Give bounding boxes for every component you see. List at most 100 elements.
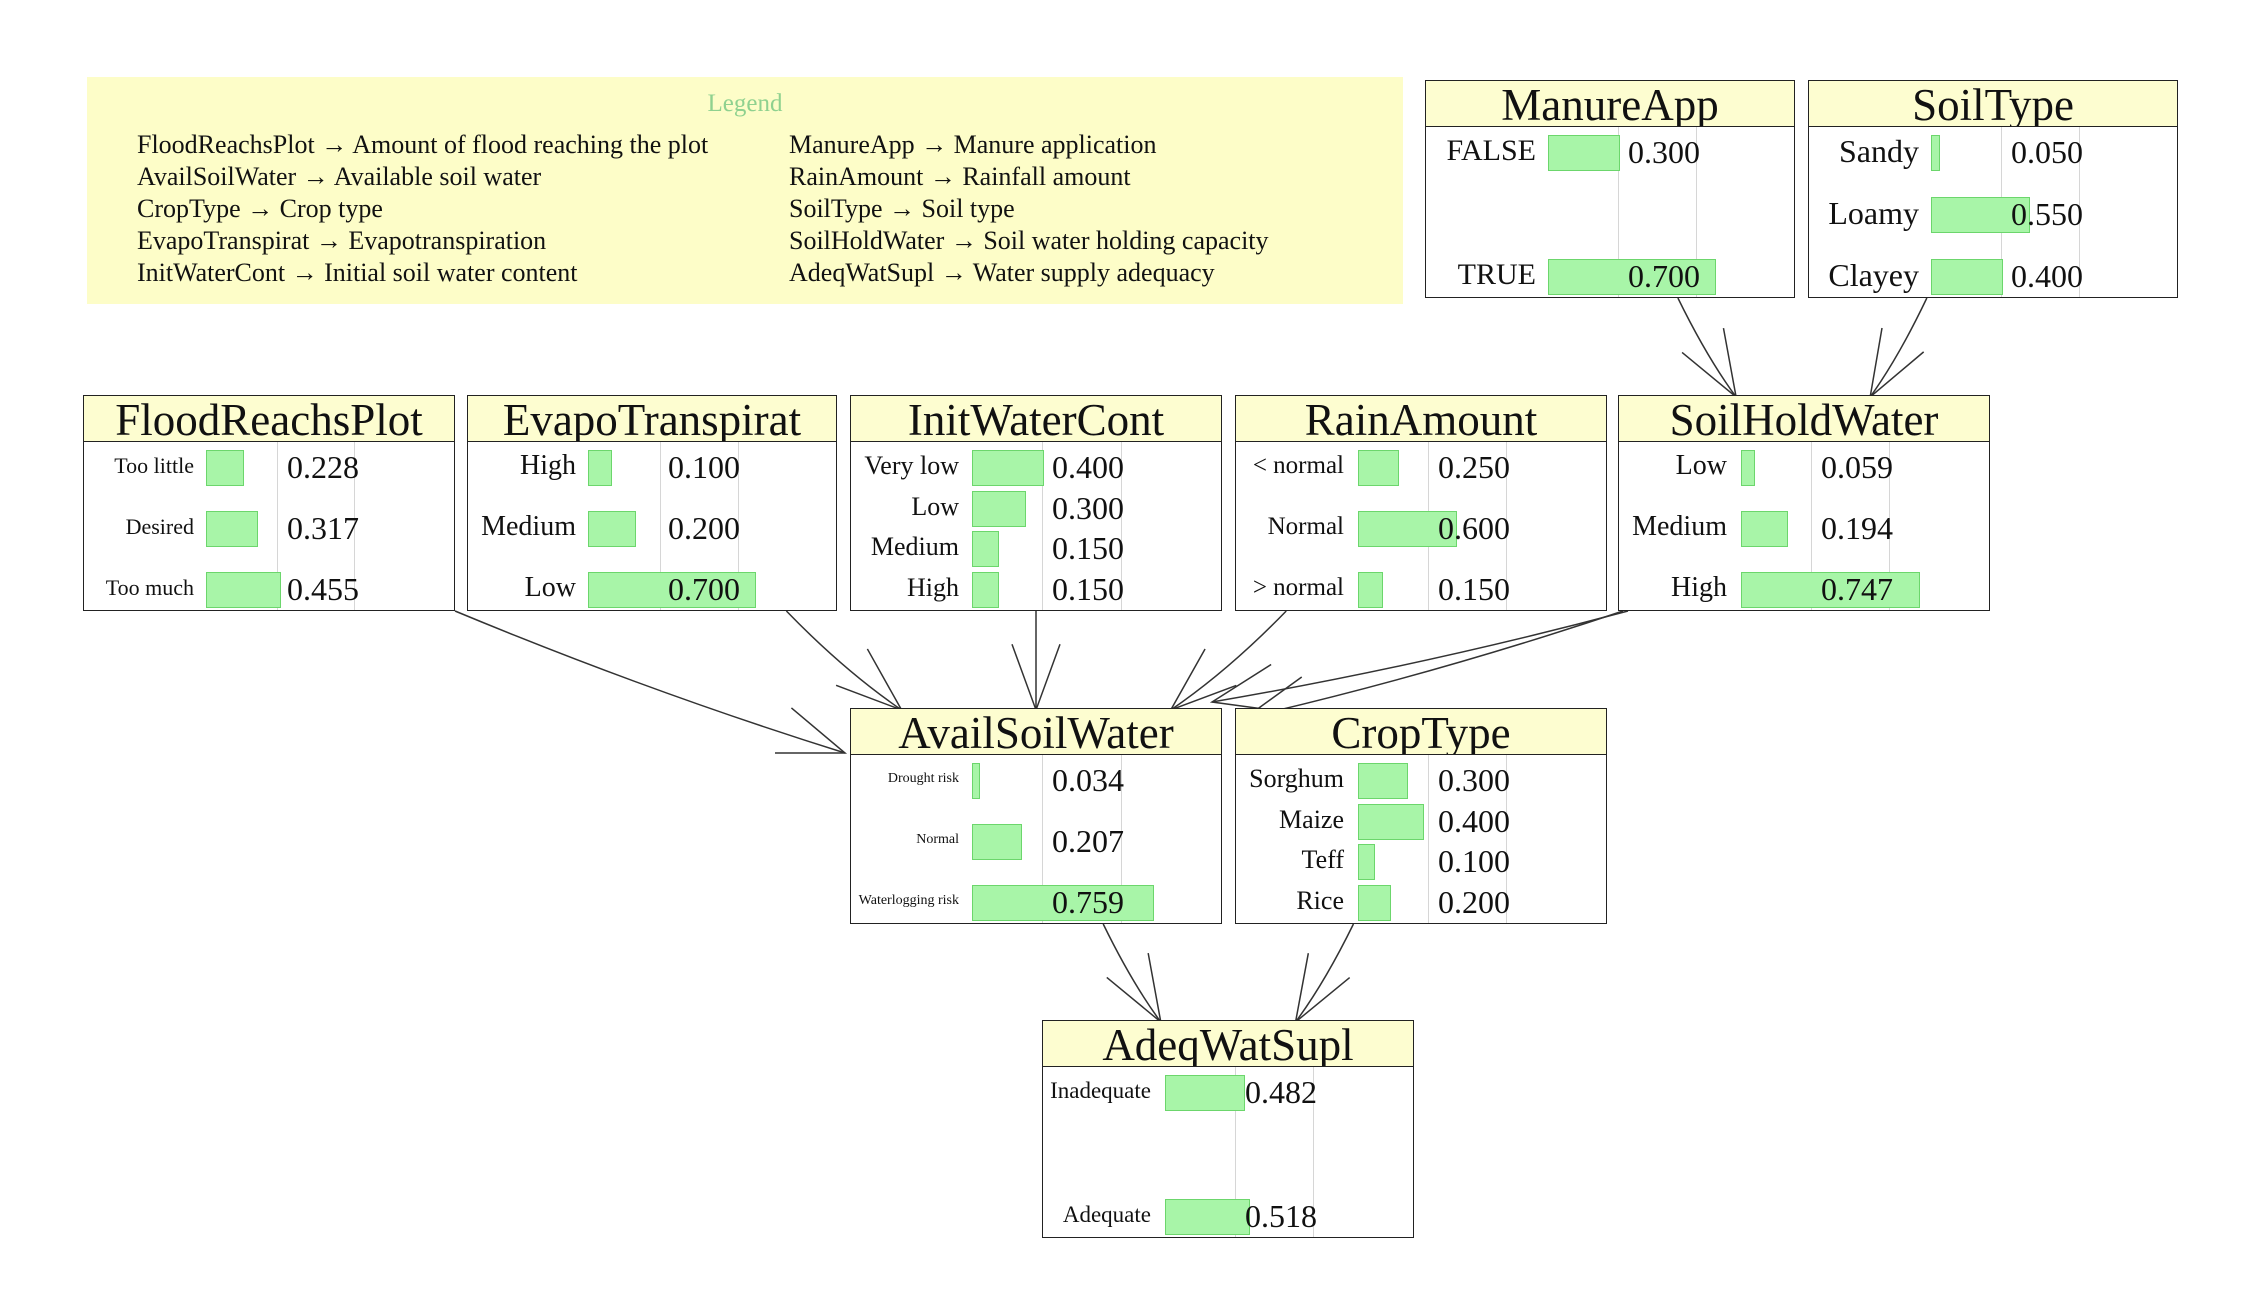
legend-entry: EvapoTranspirat → Evapotranspiration bbox=[137, 226, 547, 255]
probability-bar bbox=[1358, 803, 1424, 840]
state-label: > normal bbox=[1252, 574, 1344, 601]
edge-arrow bbox=[1102, 923, 1162, 1023]
state-label: Too little bbox=[114, 453, 194, 478]
state-row: High 0.150 bbox=[851, 571, 1221, 608]
probability-bar bbox=[206, 572, 282, 608]
state-row: Too little 0.228 bbox=[84, 449, 454, 486]
probability-value: 0.400 bbox=[2011, 258, 2083, 294]
probability-value: 0.317 bbox=[287, 510, 359, 546]
probability-bar bbox=[206, 450, 244, 486]
node-title: CropType bbox=[1236, 709, 1606, 755]
probability-bar bbox=[1165, 1075, 1245, 1111]
probability-value: 0.700 bbox=[1628, 258, 1700, 294]
arrow-head bbox=[1169, 648, 1237, 712]
legend-entry: InitWaterCont → Initial soil water conte… bbox=[137, 258, 578, 287]
probability-bar bbox=[972, 572, 999, 608]
probability-value: 0.059 bbox=[1821, 449, 1893, 485]
probability-value: 0.050 bbox=[2011, 134, 2083, 170]
probability-value: 0.228 bbox=[287, 449, 359, 485]
state-label: High bbox=[907, 573, 959, 602]
probability-value: 0.034 bbox=[1052, 762, 1124, 798]
state-label: FALSE bbox=[1446, 134, 1536, 167]
probability-value: 0.518 bbox=[1245, 1198, 1317, 1234]
state-label: Adequate bbox=[1062, 1202, 1151, 1227]
probability-bar bbox=[588, 511, 636, 547]
probability-value: 0.200 bbox=[1438, 884, 1510, 920]
probability-value: 0.150 bbox=[1052, 571, 1124, 607]
probability-value: 0.747 bbox=[1821, 571, 1893, 607]
state-label: Medium bbox=[870, 532, 959, 562]
node-title: SoilHoldWater bbox=[1619, 396, 1989, 442]
legend-entry: AdeqWatSupl → Water supply adequacy bbox=[789, 258, 1215, 287]
probability-value: 0.550 bbox=[2011, 196, 2083, 232]
arrow-head bbox=[835, 648, 904, 712]
edge-arrow bbox=[785, 610, 903, 711]
state-label: Clayey bbox=[1828, 257, 1919, 293]
legend-box: Legend FloodReachsPlot → Amount of flood… bbox=[87, 77, 1403, 304]
arrow-head bbox=[774, 707, 848, 754]
state-label: High bbox=[520, 450, 576, 481]
legend-title: Legend bbox=[707, 90, 783, 117]
state-label: Too much bbox=[105, 575, 194, 600]
probability-value: 0.194 bbox=[1821, 510, 1893, 546]
state-label: < normal bbox=[1252, 452, 1344, 479]
probability-value: 0.150 bbox=[1438, 571, 1510, 607]
probability-bar bbox=[1358, 763, 1408, 799]
state-label: Teff bbox=[1301, 845, 1344, 875]
probability-bar bbox=[1358, 885, 1391, 921]
state-label: Medium bbox=[1632, 511, 1727, 542]
grid-line bbox=[1313, 1067, 1314, 1237]
probability-bar bbox=[588, 450, 612, 486]
state-label: Waterlogging risk bbox=[858, 893, 959, 908]
probability-bar bbox=[1358, 844, 1375, 881]
state-label: Low bbox=[911, 491, 959, 521]
legend-entry: CropType → Crop type bbox=[137, 194, 383, 223]
edge-arrow bbox=[1869, 297, 1928, 398]
probability-bar bbox=[972, 824, 1022, 860]
edge-arrow bbox=[1211, 610, 1629, 703]
grid-line bbox=[1428, 755, 1429, 923]
probability-value: 0.600 bbox=[1438, 510, 1510, 546]
grid-line bbox=[1618, 127, 1619, 297]
probability-value: 0.759 bbox=[1052, 884, 1124, 920]
state-row: TRUE 0.700 bbox=[1426, 258, 1794, 295]
grid-line bbox=[354, 442, 355, 610]
node-title: InitWaterCont bbox=[851, 396, 1221, 442]
state-label: TRUE bbox=[1457, 258, 1536, 291]
state-row: Adequate 0.518 bbox=[1043, 1198, 1413, 1235]
probability-value: 0.200 bbox=[668, 510, 740, 546]
probability-value: 0.250 bbox=[1438, 449, 1510, 485]
grid-line bbox=[1121, 755, 1122, 923]
probability-bar bbox=[1741, 511, 1788, 547]
grid-line bbox=[1811, 442, 1812, 610]
probability-bar bbox=[1358, 450, 1400, 486]
grid-line bbox=[660, 442, 661, 610]
grid-line bbox=[1889, 442, 1890, 610]
probability-value: 0.400 bbox=[1052, 449, 1124, 485]
probability-bar bbox=[972, 450, 1044, 486]
state-label: Maize bbox=[1279, 804, 1344, 834]
state-label: Sorghum bbox=[1249, 764, 1344, 793]
edge-arrow bbox=[1170, 610, 1287, 711]
state-label: Inadequate bbox=[1050, 1078, 1151, 1103]
node-title: EvapoTranspirat bbox=[468, 396, 836, 442]
